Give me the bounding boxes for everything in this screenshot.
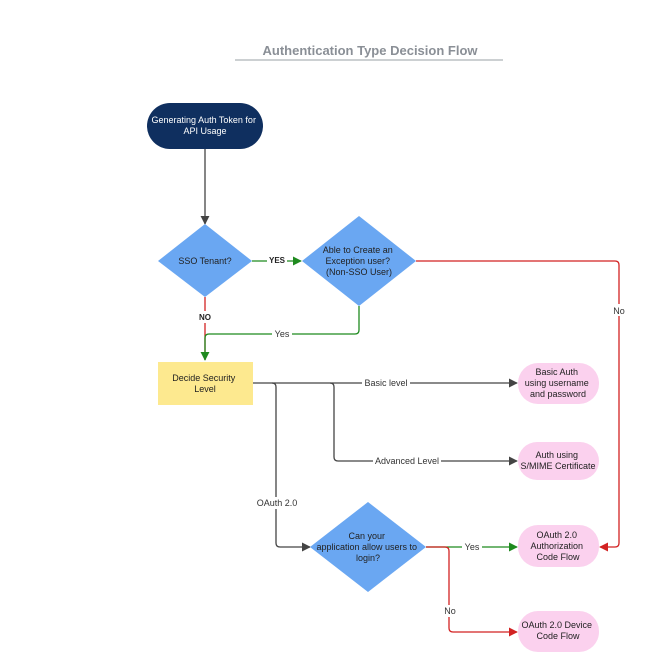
- node-security-label: Decide Security Level: [172, 373, 238, 394]
- edge-advanced-level: [329, 382, 518, 466]
- edge-login-no: [426, 546, 518, 637]
- node-smime-label: Auth using S/MIME Certificate: [520, 450, 595, 471]
- node-sso-label: SSO Tenant?: [178, 256, 231, 266]
- node-login-label: Can your application allow users to logi…: [316, 531, 419, 563]
- node-basic-label: Basic Auth using username and password: [525, 367, 592, 399]
- node-login-decision: [310, 502, 426, 592]
- node-smime-auth: [518, 442, 599, 480]
- edge-exception-no: [416, 260, 620, 552]
- node-authcode-label: OAuth 2.0 Authorization Code Flow: [530, 530, 585, 562]
- node-security-level: [158, 362, 253, 405]
- node-sso-decision: [158, 224, 252, 297]
- node-start-label: Generating Auth Token for API Usage: [152, 115, 259, 136]
- edge-label-oauth: OAuth 2.0: [257, 498, 298, 508]
- edge-label-login-no: No: [444, 606, 456, 616]
- node-exception-label: Able to Create an Exception user? (Non-S…: [323, 245, 396, 277]
- edge-label-basic-level: Basic level: [364, 378, 407, 388]
- edge-label-exception-no: No: [613, 306, 625, 316]
- node-device-label: OAuth 2.0 Device Code Flow: [521, 620, 594, 641]
- edge-label-advanced-level: Advanced Level: [375, 456, 439, 466]
- page-title: Authentication Type Decision Flow: [263, 43, 479, 58]
- node-oauth-authcode: [518, 525, 599, 567]
- node-oauth-device: [518, 611, 599, 652]
- node-start: [147, 103, 263, 149]
- edge-label-sso-yes: YES: [269, 256, 286, 265]
- edge-label-exception-yes: Yes: [275, 329, 290, 339]
- edge-label-sso-no: NO: [199, 313, 211, 322]
- edge-oauth: [271, 382, 311, 552]
- node-exception-decision: [302, 216, 416, 306]
- edge-label-login-yes: Yes: [465, 542, 480, 552]
- node-basic-auth: [518, 363, 599, 404]
